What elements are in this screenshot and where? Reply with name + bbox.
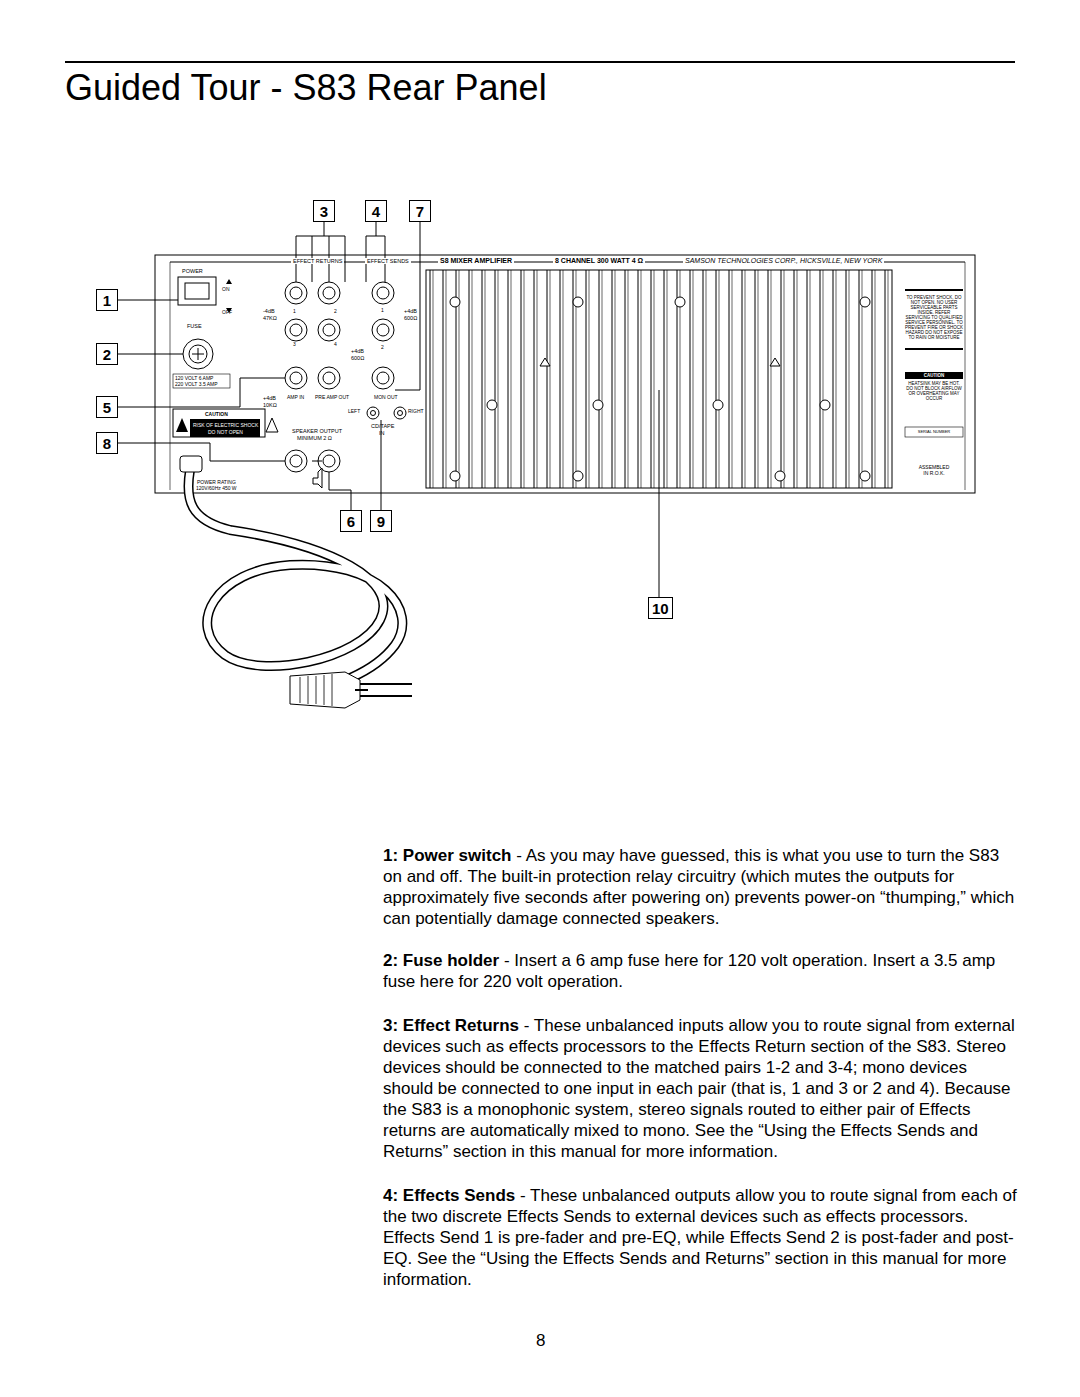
panel-label: AMP IN — [287, 395, 304, 401]
panel-label: SAMSON TECHNOLOGIES CORP., HICKSVILLE, N… — [683, 257, 884, 265]
callout-box: 4 — [365, 200, 387, 222]
description-paragraph: 1: Power switch - As you may have guesse… — [383, 845, 1019, 929]
description-paragraph: 4: Effects Sends - These unbalanced outp… — [383, 1185, 1019, 1290]
callout-number: 8 — [103, 435, 111, 452]
panel-label: 2 — [381, 345, 384, 351]
item-heading: 3: Effect Returns — [383, 1016, 519, 1035]
panel-label: 600Ω — [351, 355, 364, 361]
panel-label: 600Ω — [404, 315, 417, 321]
item-heading: 1: Power switch — [383, 846, 511, 865]
panel-label: EFFECT SENDS — [365, 258, 411, 264]
panel-label: POWER RATING — [197, 480, 236, 486]
description-paragraph: 3: Effect Returns - These unbalanced inp… — [383, 1015, 1019, 1162]
panel-label: RIGHT — [408, 409, 424, 415]
panel-label: 47KΩ — [263, 315, 277, 321]
panel-label: OFF — [222, 310, 232, 316]
panel-label: 220 VOLT 3.5 AMP — [175, 382, 218, 388]
description-paragraph: 2: Fuse holder - Insert a 6 amp fuse her… — [383, 950, 1019, 992]
callout-box: 2 — [96, 343, 118, 365]
callout-box: 3 — [313, 200, 335, 222]
callout-box: 9 — [370, 510, 392, 532]
panel-label: 4 — [334, 342, 337, 348]
callout-number: 6 — [347, 513, 355, 530]
panel-label: TO PREVENT SHOCK, DO NOT OPEN. NO USER S… — [905, 296, 963, 340]
panel-label: RISK OF ELECTRIC SHOCK — [193, 423, 258, 429]
callout-number: 7 — [416, 203, 424, 220]
panel-label: LEFT — [348, 409, 360, 415]
panel-label: PRE AMP OUT — [315, 395, 349, 401]
panel-label: S8 MIXER AMPLIFIER — [438, 257, 514, 265]
page-number: 8 — [536, 1332, 545, 1351]
panel-label: +4dB — [404, 308, 417, 314]
item-body: - These unbalanced inputs allow you to r… — [383, 1016, 1015, 1161]
callout-box: 1 — [96, 289, 118, 311]
panel-label: 2 — [334, 309, 337, 315]
panel-label: 1 — [293, 309, 296, 315]
item-heading: 4: Effects Sends — [383, 1186, 515, 1205]
panel-label: 8 CHANNEL 300 WATT 4 Ω — [553, 257, 645, 265]
panel-label: ASSEMBLED — [905, 465, 963, 471]
panel-label: +4dB — [351, 348, 364, 354]
callout-box: 6 — [340, 510, 362, 532]
panel-label: IN — [379, 430, 385, 436]
panel-label: EFFECT RETURNS — [291, 258, 344, 264]
panel-label: MON OUT — [374, 395, 398, 401]
panel-label: IN R.O.K. — [905, 471, 963, 477]
panel-label: MINIMUM 2 Ω — [297, 435, 332, 441]
callout-number: 9 — [377, 513, 385, 530]
panel-label: 1 — [381, 308, 384, 314]
panel-label: +4dB — [263, 395, 276, 401]
callout-box: 10 — [648, 597, 673, 619]
callout-number: 3 — [320, 203, 328, 220]
callout-box: 7 — [409, 200, 431, 222]
callout-number: 1 — [103, 292, 111, 309]
callout-box: 5 — [96, 396, 118, 418]
panel-label: -4dB — [263, 308, 275, 314]
item-heading: 2: Fuse holder — [383, 951, 499, 970]
panel-label: CD/TAPE — [371, 423, 394, 429]
callout-number: 5 — [103, 399, 111, 416]
panel-label: SPEAKER OUTPUT — [292, 428, 342, 434]
callout-number: 2 — [103, 346, 111, 363]
panel-label: SERIAL NUMBER — [905, 430, 963, 434]
callout-number: 10 — [652, 600, 669, 617]
panel-label: CAUTION — [905, 374, 963, 379]
panel-label: DO NOT OPEN — [208, 430, 243, 436]
panel-label: HEATSINK MAY BE HOT. DO NOT BLOCK AIRFLO… — [905, 382, 963, 402]
panel-label: ON — [222, 287, 230, 293]
panel-label: CAUTION — [205, 412, 228, 418]
panel-label: 120V/60Hz 450 W — [196, 486, 237, 492]
panel-label: FUSE — [187, 323, 202, 329]
panel-label: 3 — [293, 342, 296, 348]
panel-label: 120 VOLT 6 AMP — [175, 376, 213, 382]
panel-label: POWER — [182, 268, 203, 274]
callout-number: 4 — [372, 203, 380, 220]
panel-label: 10KΩ — [263, 402, 277, 408]
callout-box: 8 — [96, 432, 118, 454]
page-title: Guided Tour - S83 Rear Panel — [65, 68, 547, 108]
